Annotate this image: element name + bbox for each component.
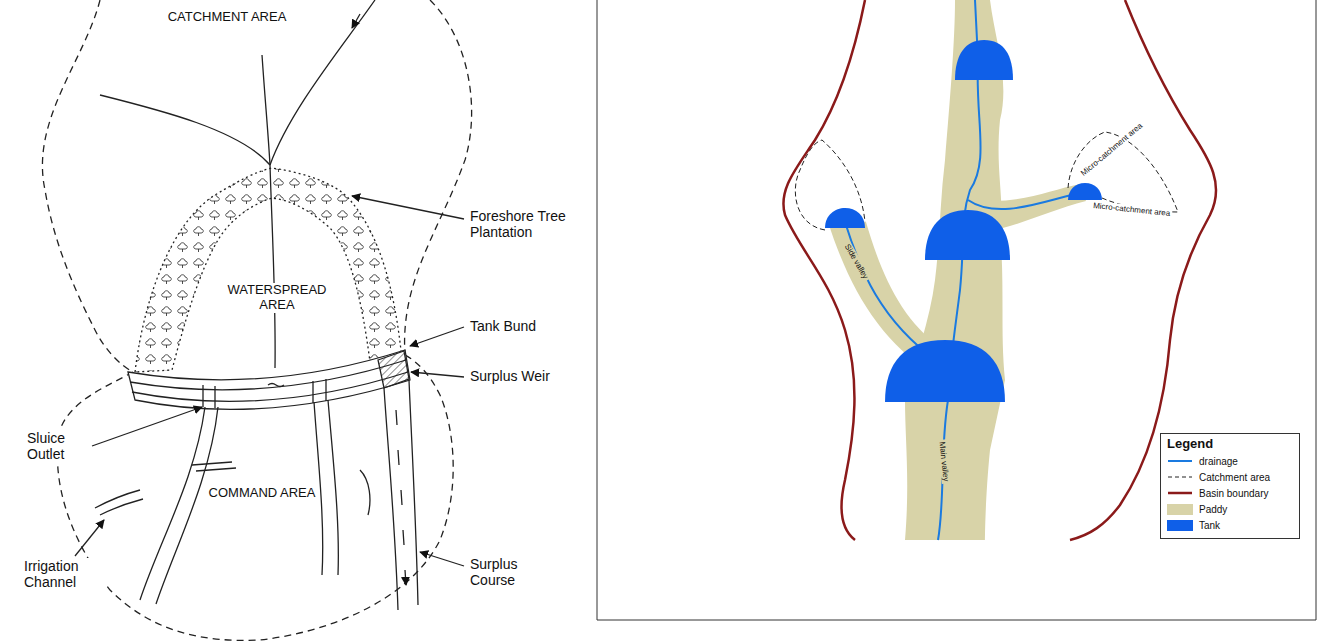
irrigation-channel — [328, 400, 338, 575]
legend-line-sample — [1167, 487, 1193, 499]
legend-swatch — [1167, 504, 1193, 515]
field-mark — [360, 470, 370, 515]
field-mark — [192, 300, 270, 471]
legend-text: drainage — [1199, 456, 1238, 467]
sluice-outlet — [203, 385, 215, 408]
legend-text: Paddy — [1199, 504, 1227, 515]
irrigation-channel — [140, 407, 205, 600]
legend-text: Tank — [1199, 520, 1220, 531]
tank — [925, 210, 1010, 260]
legend-text: Basin boundary — [1199, 488, 1269, 499]
legend-row: Paddy — [1167, 501, 1293, 517]
map-label: Side valley — [841, 241, 870, 283]
surplus-course — [384, 388, 398, 610]
legend-row: drainage — [1167, 453, 1293, 469]
part-label: Tank Bund — [468, 318, 572, 334]
tank-bund — [128, 350, 410, 409]
leader-line — [92, 407, 202, 446]
map-label: Main valley — [937, 440, 951, 485]
legend-row: Tank — [1167, 517, 1293, 533]
legend-title: Legend — [1167, 436, 1293, 451]
tank — [955, 40, 1013, 80]
catchment-boundary — [42, 0, 133, 372]
irrigation-channel — [156, 407, 218, 604]
tank — [885, 340, 1005, 402]
tank-system-drawing — [42, 0, 471, 640]
paddy — [905, 0, 1005, 540]
legend-text: Catchment area — [1199, 472, 1270, 483]
basin-map — [597, 0, 1316, 620]
part-label: Irrigation Channel — [22, 558, 106, 590]
catchment-boundary — [405, 0, 472, 355]
legend-line-sample — [1167, 471, 1193, 483]
water-mark — [268, 384, 284, 387]
map-label: Micro-catchment area — [1078, 120, 1146, 179]
legend-row: Catchment area — [1167, 469, 1293, 485]
part-label: Surplus Weir — [468, 368, 572, 384]
surplus-weir — [378, 351, 409, 388]
part-label: WATERSPREAD AREA — [212, 283, 342, 313]
part-label: CATCHMENT AREA — [165, 10, 289, 25]
legend-line-sample — [1167, 455, 1193, 467]
leader-line — [411, 372, 464, 377]
tank — [825, 208, 865, 228]
legend-line — [1168, 492, 1192, 495]
drainage — [845, 222, 938, 362]
legend-box: Legend drainageCatchment areaBasin bounda… — [1160, 433, 1300, 539]
legend-row: Basin boundary — [1167, 485, 1293, 501]
part-label: Foreshore Tree Plantation — [468, 208, 584, 240]
tank — [1068, 183, 1102, 200]
basin-boundary — [783, 0, 865, 540]
bund-line — [132, 372, 408, 401]
leader-line — [410, 327, 464, 346]
map-label: Micro-catchment area — [1091, 201, 1173, 219]
flow-arrow — [352, 14, 360, 28]
part-label: COMMAND AREA — [205, 486, 319, 501]
stream — [100, 95, 270, 165]
part-label: Sluice Outlet — [25, 430, 91, 462]
sluice-outlet — [313, 379, 326, 403]
irrigation-channel — [95, 490, 143, 515]
flow-arrow — [396, 410, 406, 585]
part-label: Surplus Course — [468, 556, 546, 588]
panel-border — [597, 0, 1316, 620]
drainage — [968, 192, 1085, 209]
drainage — [938, 0, 981, 540]
bund-line — [130, 360, 406, 390]
stream — [262, 55, 270, 165]
leader-line — [352, 196, 464, 219]
legend-line — [1168, 477, 1192, 478]
leader-line — [75, 520, 104, 556]
legend-swatch — [1167, 520, 1193, 531]
surplus-course — [409, 380, 418, 605]
leader-line — [420, 552, 464, 566]
legend-line — [1168, 460, 1192, 462]
